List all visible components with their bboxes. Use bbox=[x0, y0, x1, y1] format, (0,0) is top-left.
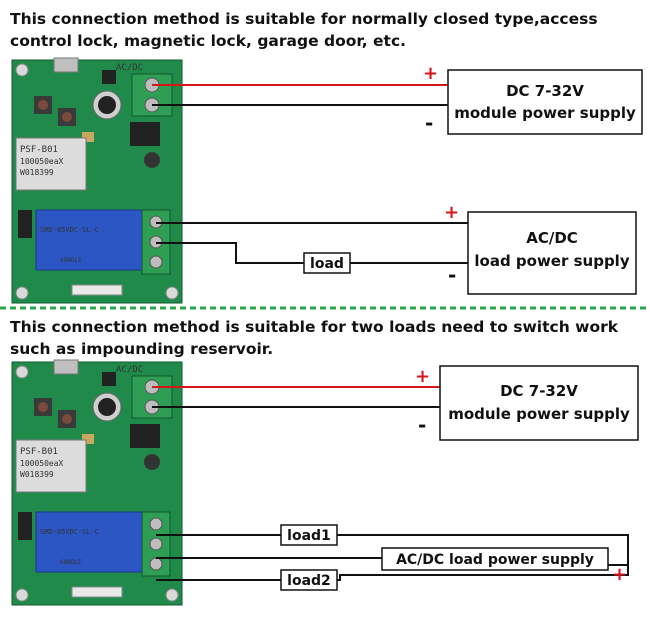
load-supply-line1: AC/DC bbox=[526, 229, 578, 247]
load1-box bbox=[280, 524, 338, 546]
relay-model-2: SRD-05VDC-SL-C bbox=[40, 528, 99, 536]
module-board-2: AC/DC PSF-B01 100050eaX W018399 SRD-05VD… bbox=[11, 359, 183, 606]
wifi-module-line1: PSF-B01 bbox=[20, 145, 58, 155]
relay-brand-2: SONGLE bbox=[60, 559, 82, 566]
plus-sign-2a: + bbox=[415, 366, 430, 387]
plus-sign-2b: + bbox=[612, 564, 627, 585]
load-supply-2-label: AC/DC load power supply bbox=[396, 552, 594, 568]
relay-brand: SONGLE bbox=[60, 257, 82, 264]
wire-load2-path bbox=[156, 565, 629, 581]
terminal-label-2: AC/DC bbox=[116, 365, 143, 375]
load2-box bbox=[280, 569, 338, 591]
wire-load1-path bbox=[156, 534, 629, 566]
module-supply-2-line2: module power supply bbox=[448, 405, 630, 423]
module-supply-box-2 bbox=[439, 365, 639, 441]
heading-bottom: This connection method is suitable for t… bbox=[10, 318, 619, 358]
minus-sign-1a: - bbox=[425, 111, 433, 135]
plus-sign-1b: + bbox=[444, 202, 459, 223]
module-supply-box-1 bbox=[447, 69, 643, 135]
load-box bbox=[303, 252, 351, 274]
heading-top: This connection method is suitable for n… bbox=[10, 10, 598, 50]
wifi-module-2-line2: 100050eaX bbox=[20, 459, 64, 468]
load2-label: load2 bbox=[287, 573, 331, 589]
wifi-module-line3: W018399 bbox=[20, 168, 54, 177]
module-supply-1-line2: module power supply bbox=[454, 104, 636, 122]
module-board-1: AC/DC PSF-B01 100050eaX W018399 SRD-05VD… bbox=[11, 57, 183, 304]
wifi-module-2-line3: W018399 bbox=[20, 470, 54, 479]
terminal-label-1: AC/DC bbox=[116, 63, 143, 73]
module-supply-1-line1: DC 7-32V bbox=[506, 82, 584, 100]
minus-sign-2a: - bbox=[418, 413, 426, 437]
load-supply-line2: load power supply bbox=[474, 252, 629, 270]
load-label: load bbox=[310, 256, 344, 272]
plus-sign-1a: + bbox=[423, 63, 438, 84]
wifi-module-line2: 100050eaX bbox=[20, 157, 64, 166]
relay-model: SRD-05VDC-SL-C bbox=[40, 226, 99, 234]
load1-label: load1 bbox=[287, 528, 331, 544]
load-supply-box bbox=[467, 211, 637, 295]
module-supply-2-line1: DC 7-32V bbox=[500, 382, 578, 400]
wire-load-path bbox=[156, 242, 468, 264]
wifi-module-2-line1: PSF-B01 bbox=[20, 447, 58, 457]
minus-sign-1b: - bbox=[448, 263, 456, 287]
load-supply-box-2 bbox=[381, 547, 609, 571]
